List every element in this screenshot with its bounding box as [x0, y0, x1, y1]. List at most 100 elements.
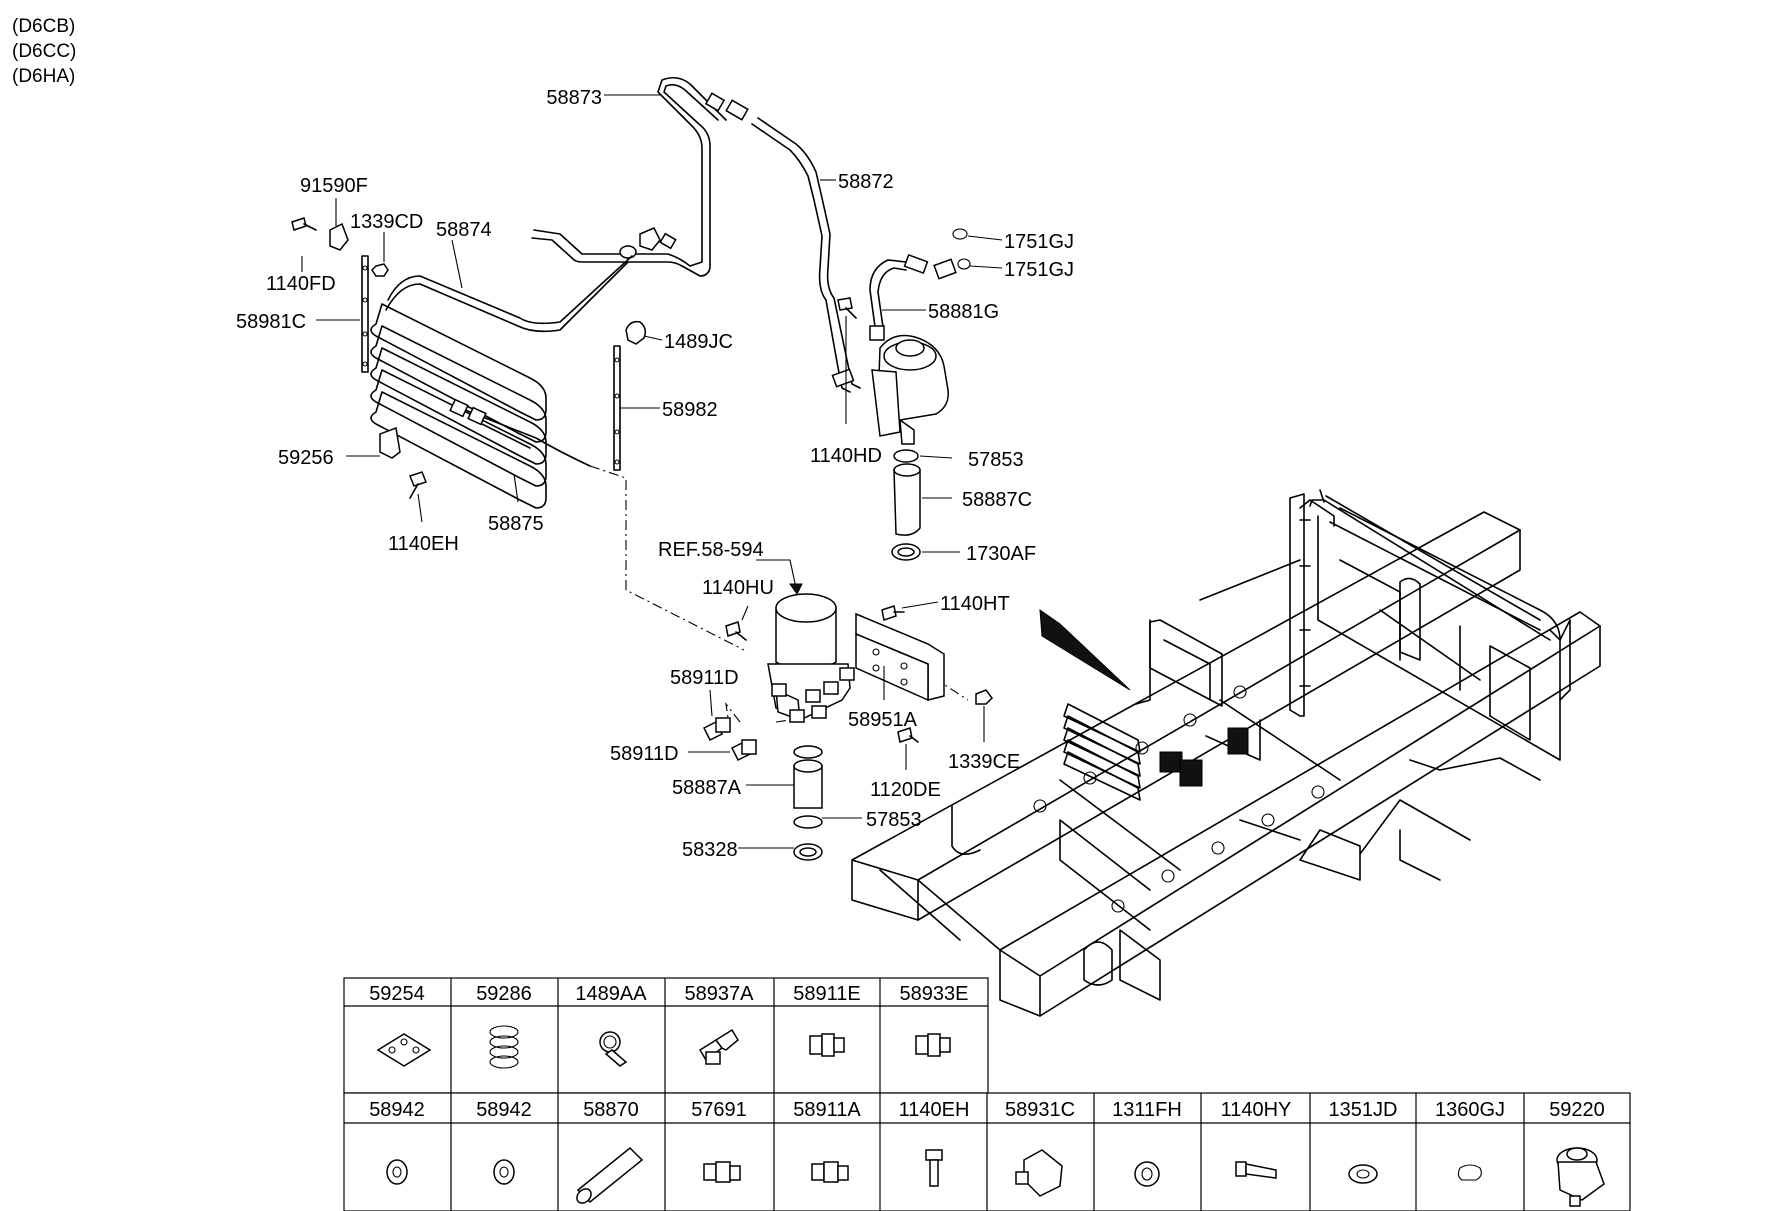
- clamp-57853-bottom: [793, 815, 823, 829]
- callout-58874: 58874: [436, 219, 492, 241]
- engine-code-d6cb: (D6CB): [12, 16, 75, 37]
- table-header-57691: 57691: [691, 1099, 747, 1121]
- nut-1339CE: [975, 689, 993, 705]
- table-header-1311FH: 1311FH: [1112, 1099, 1182, 1121]
- union-fitting-icon-1: [809, 1033, 845, 1057]
- ref-arrow: [756, 559, 797, 589]
- callout-58881G: 58881G: [928, 301, 999, 323]
- valve-fitting-icon: [1015, 1149, 1063, 1197]
- valve-icon: [1556, 1147, 1605, 1207]
- callout-1120DE: 1120DE: [870, 779, 941, 801]
- washer-icon-3: [1348, 1164, 1378, 1184]
- table-header-1351JD: 1351JD: [1329, 1099, 1398, 1121]
- hose-58887A: [793, 759, 823, 809]
- table-header-58911E: 58911E: [793, 983, 860, 1005]
- washer-icon-2: [493, 1159, 515, 1185]
- bolt-1120DE: [897, 727, 919, 743]
- callout-1339CD: 1339CD: [350, 211, 423, 233]
- bolt-icon-2: [1235, 1161, 1277, 1179]
- table-header-58911A: 58911A: [793, 1099, 861, 1121]
- pressure-valve: [871, 334, 949, 445]
- nut-1339CD: [371, 263, 389, 277]
- o-ring-1751GJ-top: [952, 228, 968, 240]
- connector-fitting-icon-1: [703, 1161, 741, 1183]
- table-header-1140HY: 1140HY: [1221, 1099, 1292, 1121]
- table-header-58942-a: 58942: [369, 1099, 425, 1121]
- ring-58328: [793, 843, 823, 861]
- table-header-59254: 59254: [369, 983, 425, 1005]
- air-line-58881G: [869, 253, 957, 341]
- callout-1140HD: 1140HD: [810, 445, 882, 467]
- elbow-fitting-icon: [698, 1028, 739, 1065]
- callout-1140HU: 1140HU: [702, 577, 774, 599]
- table-header-1140EH: 1140EH: [899, 1099, 970, 1121]
- location-pointer: [1039, 608, 1131, 691]
- table-header-58931C: 58931C: [1005, 1099, 1075, 1121]
- table-header-1360GJ: 1360GJ: [1435, 1099, 1505, 1121]
- callout-91590F: 91590F: [300, 175, 368, 197]
- callout-1140FD: 1140FD: [266, 273, 336, 295]
- callout-58911D-b: 58911D: [610, 743, 679, 765]
- bolt-1140HU: [725, 621, 747, 641]
- callout-58981C: 58981C: [236, 311, 306, 333]
- table-header-58942-b: 58942: [476, 1099, 532, 1121]
- table-header-59286: 59286: [476, 983, 532, 1005]
- callout-58873: 58873: [546, 87, 602, 109]
- bracket-58981C: [361, 255, 369, 373]
- bolt-1140HD: [837, 297, 857, 319]
- callout-58328: 58328: [682, 839, 738, 861]
- callout-59256: 59256: [278, 447, 334, 469]
- engine-code-d6ha: (D6HA): [12, 66, 75, 87]
- table-header-1489AA: 1489AA: [575, 983, 647, 1005]
- hose-58887C: [893, 463, 921, 536]
- callout-1339CE: 1339CE: [948, 751, 1020, 773]
- hose-icon: [576, 1146, 644, 1204]
- clamp-57853-bottom-upper: [793, 745, 823, 759]
- callout-1751GJ-top: 1751GJ: [1004, 231, 1074, 253]
- ring-1730AF: [891, 543, 921, 561]
- spring-icon: [489, 1025, 519, 1069]
- callout-58911D-a: 58911D: [670, 667, 739, 689]
- pipe-clamp-icon: [599, 1031, 628, 1067]
- clip-1489JC: [625, 320, 647, 345]
- leader-lines: [301, 94, 1003, 849]
- lock-ring-icon: [1457, 1164, 1482, 1181]
- bolt-1140HT: [881, 605, 905, 621]
- engine-code-d6cc: (D6CC): [12, 41, 76, 62]
- table-header-58933E: 58933E: [900, 983, 969, 1005]
- callout-1730AF: 1730AF: [966, 543, 1036, 565]
- bolt-icon-1: [925, 1149, 943, 1187]
- callout-ref-58-594: REF.58-594: [658, 539, 764, 561]
- bracket-58951A: [855, 612, 945, 702]
- callout-1140HT: 1140HT: [940, 593, 1010, 615]
- bolt-1140FD: [291, 217, 317, 231]
- rear-cab-frame: [1289, 489, 1551, 717]
- air-line-58872: [751, 117, 861, 393]
- cooling-coil-58874: [370, 255, 633, 509]
- clip-91590F: [329, 222, 349, 251]
- chassis-frame: [851, 499, 1601, 1017]
- installed-coil-assembly: [1063, 619, 1249, 801]
- parts-table: [343, 977, 1631, 1211]
- callout-58875: 58875: [488, 513, 544, 535]
- callout-57853-bottom: 57853: [866, 809, 922, 831]
- callout-58872: 58872: [838, 171, 894, 193]
- table-header-58937A: 58937A: [685, 983, 755, 1005]
- callout-1489JC: 1489JC: [664, 331, 733, 353]
- union-fitting-icon-2: [915, 1033, 951, 1057]
- table-header-58870: 58870: [583, 1099, 639, 1121]
- grommet-icon: [1134, 1161, 1160, 1187]
- air-line-58873: [531, 76, 749, 277]
- callout-58951A: 58951A: [848, 709, 918, 731]
- callout-57853-top: 57853: [968, 449, 1024, 471]
- o-ring-1751GJ-bottom: [957, 258, 971, 270]
- callout-58887C: 58887C: [962, 489, 1032, 511]
- bolt-1140EH: [409, 471, 427, 499]
- connector-fitting-icon-2: [811, 1161, 849, 1183]
- ref-arrowhead: [789, 583, 803, 595]
- fitting-58911D-a: [702, 717, 731, 742]
- air-dryer: [767, 593, 855, 723]
- table-header-59220: 59220: [1549, 1099, 1605, 1121]
- bracket-58982: [613, 345, 621, 471]
